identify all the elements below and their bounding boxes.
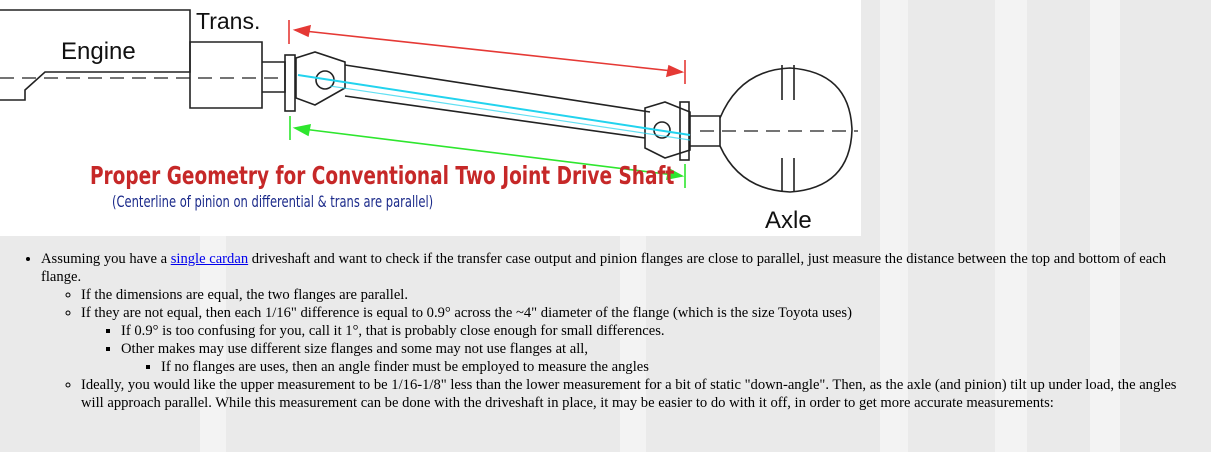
sub-list: If the dimensions are equal, the two fla… [41,286,1200,412]
list-item: If 0.9° is too confusing for you, call i… [121,322,1200,340]
list-item: If the dimensions are equal, the two fla… [81,286,1200,304]
main-text-prefix: Assuming you have a [41,251,168,267]
list-item: Ideally, you would like the upper measur… [81,376,1200,412]
label-engine: Engine [61,38,136,65]
diagram-title: Proper Geometry for Conventional Two Joi… [90,161,675,190]
sub2-text: If they are not equal, then each 1/16" d… [81,305,852,321]
single-cardan-link[interactable]: single cardan [170,251,249,267]
diagram-drawing [0,9,858,193]
instructions-list: Assuming you have a single cardan drives… [0,250,1200,412]
main-text-suffix: driveshaft and want to check if the tran… [41,251,1166,285]
diagram-subtitle: (Centerline of pinion on differential & … [112,192,434,211]
list-item: Assuming you have a single cardan drives… [41,250,1200,412]
label-trans: Trans. [196,8,261,34]
driveshaft-diagram: Trans. Engine Axle Proper Geometry for C… [0,0,861,236]
sub-sub-sub-list: If no flanges are uses, then an angle fi… [121,358,1200,376]
label-axle: Axle [765,207,812,234]
list-item: If no flanges are uses, then an angle fi… [161,358,1200,376]
sub-sub-list: If 0.9° is too confusing for you, call i… [81,322,1200,376]
bullet-list: Assuming you have a single cardan drives… [0,250,1200,412]
list-item: If they are not equal, then each 1/16" d… [81,304,1200,376]
sub2b-text: Other makes may use different size flang… [121,341,588,357]
list-item: Other makes may use different size flang… [121,340,1200,376]
